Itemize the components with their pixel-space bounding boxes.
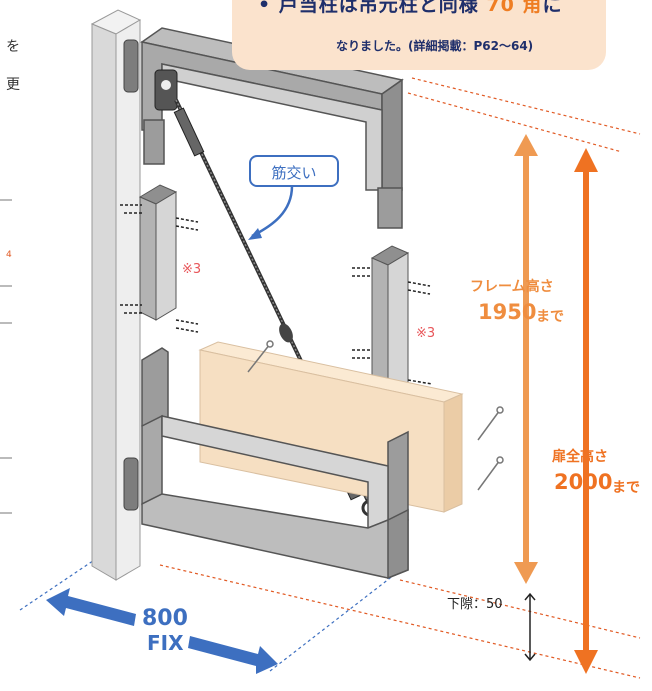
top-anchor-plate <box>154 69 178 111</box>
left-spacer-column <box>138 184 178 321</box>
frame-height-unit: まで <box>536 309 564 325</box>
width-value: 800 <box>142 606 188 631</box>
door-height-value: 2000 <box>554 470 613 494</box>
right-spacer-column <box>370 245 410 409</box>
bottom-gap-label: 下隙：50 <box>447 597 503 612</box>
bottom-gap-arrow <box>524 592 536 662</box>
hinge-post <box>90 9 142 581</box>
frame-height-title: フレーム高さ <box>470 279 554 295</box>
left-edge-rules <box>0 199 12 514</box>
nails <box>247 340 504 491</box>
wood-panel <box>198 341 464 513</box>
brace-label: 筋交い <box>249 155 339 187</box>
upper-turnbuckle <box>173 107 205 157</box>
notice-box <box>232 0 606 70</box>
bottom-frame <box>141 347 409 580</box>
center-coupler <box>279 323 293 343</box>
edge-text-char: 更 <box>6 77 20 93</box>
notice-highlight: 70 角 <box>486 0 543 16</box>
door-height-title: 扉全高さ <box>552 449 608 465</box>
spacer-note-right: ※3 <box>416 326 436 341</box>
width-fix-label: FIX <box>147 631 184 655</box>
frame-height-value: 1950 <box>478 300 537 324</box>
lower-hinge <box>123 457 139 511</box>
frame-height-arrow <box>514 134 538 584</box>
notice-line2: なりました。(詳細掲載：P62〜64) <box>336 39 534 53</box>
upper-hinge <box>123 39 139 93</box>
spacer-note-left: ※3 <box>182 262 202 277</box>
ground-guide-lines <box>19 77 641 679</box>
door-height-unit: まで <box>612 480 640 496</box>
width-arrows <box>46 588 278 674</box>
door-height-arrow <box>574 148 598 674</box>
notice-line1: • 戸当柱は吊元柱と同様 70 角に <box>258 0 562 17</box>
edge-text-char: を <box>6 39 20 55</box>
edge-red-digit: 4 <box>6 250 12 260</box>
